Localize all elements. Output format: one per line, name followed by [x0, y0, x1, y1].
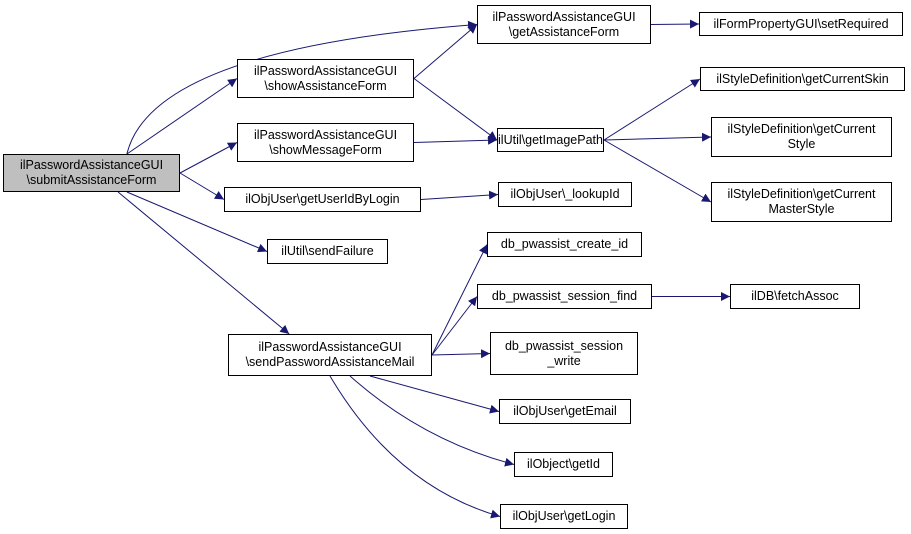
edge-submit-to-sendMail — [117, 191, 290, 335]
edge-getAssistForm-to-setRequired — [650, 19, 700, 29]
graph-node-createId[interactable]: db_pwassist_create_id — [487, 232, 642, 257]
graph-node-getId[interactable]: ilObject\getId — [514, 452, 613, 477]
graph-node-fetchAssoc[interactable]: ilDB\fetchAssoc — [730, 284, 860, 309]
graph-node-label: db_pwassist_session_find — [491, 289, 638, 303]
graph-node-getEmail[interactable]: ilObjUser\getEmail — [499, 399, 631, 424]
edge-getImagePath-to-getCurrentStyle — [603, 132, 712, 142]
edge-showAssistForm-to-getImagePath — [413, 78, 498, 141]
graph-node-showAssistForm[interactable]: ilPasswordAssistanceGUI \showAssistanceF… — [237, 59, 414, 98]
graph-node-getCurrentStyle[interactable]: ilStyleDefinition\getCurrent Style — [711, 117, 892, 157]
graph-node-sessionFind[interactable]: db_pwassist_session_find — [477, 284, 652, 309]
graph-node-label: ilUtil\sendFailure — [281, 244, 374, 258]
graph-node-sendFailure[interactable]: ilUtil\sendFailure — [267, 239, 388, 264]
edge-sendMail-to-createId — [431, 244, 488, 356]
edge-getImagePath-to-getCurrentSkin — [603, 78, 701, 141]
edge-submit-to-getAssistForm — [126, 20, 478, 155]
graph-node-setRequired[interactable]: ilFormPropertyGUI\setRequired — [699, 12, 903, 36]
edge-sendMail-to-getId — [349, 375, 515, 467]
graph-node-label: ilPasswordAssistanceGUI \sendPasswordAss… — [245, 340, 415, 369]
graph-node-label: ilPasswordAssistanceGUI \showAssistanceF… — [253, 63, 398, 93]
graph-node-label: ilDB\fetchAssoc — [751, 289, 839, 303]
graph-node-sessionWrite[interactable]: db_pwassist_session _write — [490, 332, 638, 375]
graph-node-lookupId[interactable]: ilObjUser\_lookupId — [498, 182, 632, 207]
edge-sendMail-to-getEmail — [369, 375, 500, 414]
graph-node-label: ilStyleDefinition\getCurrent MasterStyle — [727, 187, 876, 216]
edge-sendMail-to-getLogin — [329, 375, 501, 519]
graph-node-getLogin[interactable]: ilObjUser\getLogin — [500, 504, 628, 529]
edge-showAssistForm-to-getAssistForm — [413, 24, 478, 79]
edge-showMessageForm-to-getImagePath — [413, 135, 498, 145]
graph-node-getUserIdByLogin[interactable]: ilObjUser\getUserIdByLogin — [224, 187, 421, 212]
graph-node-label: ilPasswordAssistanceGUI \submitAssistanc… — [19, 158, 164, 187]
edge-submit-to-sendFailure — [126, 191, 268, 253]
graph-node-label: ilUtil\getImagePath — [498, 132, 603, 147]
graph-node-label: db_pwassist_session _write — [504, 338, 624, 368]
graph-node-label: ilObjUser\getUserIdByLogin — [245, 192, 400, 206]
graph-node-getCurrentMaster[interactable]: ilStyleDefinition\getCurrent MasterStyle — [711, 182, 892, 222]
graph-node-label: ilObjUser\_lookupId — [510, 187, 620, 201]
edge-submit-to-getUserIdByLogin — [179, 172, 225, 200]
graph-node-getCurrentSkin[interactable]: ilStyleDefinition\getCurrentSkin — [700, 67, 905, 91]
edge-submit-to-showMessageForm — [179, 142, 238, 174]
graph-node-label: ilObjUser\getLogin — [512, 509, 616, 523]
edge-getUserIdByLogin-to-lookupId — [420, 190, 499, 200]
graph-node-label: db_pwassist_create_id — [500, 237, 629, 251]
graph-node-showMessageForm[interactable]: ilPasswordAssistanceGUI \showMessageForm — [237, 123, 414, 162]
graph-node-label: ilObject\getId — [527, 457, 600, 471]
graph-node-submit[interactable]: ilPasswordAssistanceGUI \submitAssistanc… — [3, 154, 180, 192]
graph-node-label: ilPasswordAssistanceGUI \getAssistanceFo… — [492, 9, 636, 39]
graph-node-sendMail[interactable]: ilPasswordAssistanceGUI \sendPasswordAss… — [228, 334, 432, 376]
graph-node-getImagePath[interactable]: ilUtil\getImagePath — [497, 128, 604, 152]
graph-node-label: ilStyleDefinition\getCurrentSkin — [716, 71, 889, 86]
graph-node-label: ilObjUser\getEmail — [513, 404, 617, 418]
edge-submit-to-showAssistForm — [126, 78, 238, 155]
edge-sendMail-to-sessionWrite — [431, 349, 491, 359]
edge-getImagePath-to-getCurrentMaster — [603, 139, 712, 203]
graph-node-getAssistForm[interactable]: ilPasswordAssistanceGUI \getAssistanceFo… — [477, 5, 651, 44]
graph-node-label: ilPasswordAssistanceGUI \showMessageForm — [253, 127, 398, 157]
edge-sendMail-to-sessionFind — [431, 296, 478, 356]
graph-node-label: ilStyleDefinition\getCurrent Style — [727, 122, 876, 151]
graph-node-label: ilFormPropertyGUI\setRequired — [713, 16, 889, 31]
